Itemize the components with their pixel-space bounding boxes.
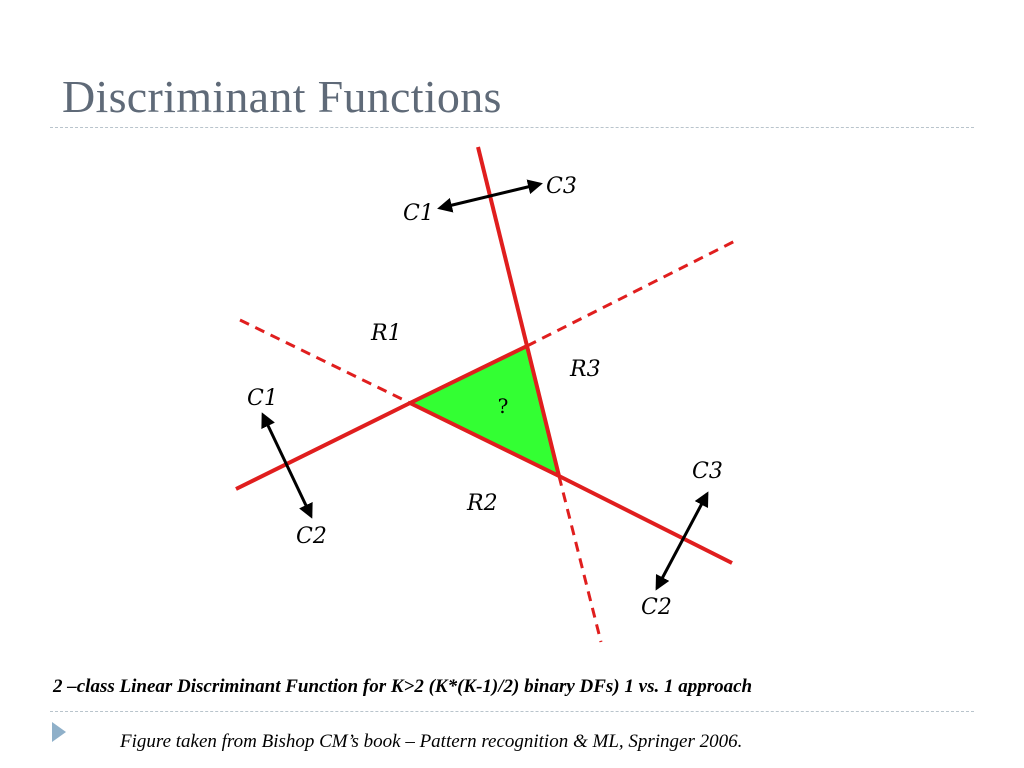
boundary-c2-c3-dashed <box>239 318 411 405</box>
class-label-c1-left: C1 <box>247 386 278 411</box>
footer-divider <box>50 711 974 712</box>
ambiguous-region <box>408 344 561 478</box>
boundary-c1-c3-dashed <box>557 475 603 643</box>
arrow-c1-c3 <box>437 179 543 213</box>
boundary-c1-c3-solid <box>476 146 529 347</box>
boundary-c2-c3-solid <box>558 474 733 565</box>
region-label-r2: R2 <box>466 491 498 516</box>
region-label-r3: R3 <box>569 357 601 382</box>
class-label-c1-top: C1 <box>403 201 434 226</box>
slide-title: Discriminant Functions <box>62 71 502 122</box>
class-label-c2-left: C2 <box>296 524 327 549</box>
class-label-c2-right: C2 <box>641 595 672 620</box>
arrow-c1-c2 <box>261 412 313 519</box>
title-divider <box>50 127 974 128</box>
figure-credit: Figure taken from Bishop CM’s book – Pat… <box>120 731 743 752</box>
region-label-r1: R1 <box>370 321 402 346</box>
class-label-c3-top: C3 <box>546 174 577 199</box>
boundary-c1-c2-dashed <box>526 239 736 348</box>
triangle-right-icon <box>52 722 66 742</box>
ambiguous-region-label: ? <box>498 394 509 418</box>
class-label-c3-right: C3 <box>692 459 723 484</box>
figure-caption: 2 –class Linear Discriminant Function fo… <box>53 676 753 697</box>
arrow-c3-c2 <box>655 491 709 591</box>
